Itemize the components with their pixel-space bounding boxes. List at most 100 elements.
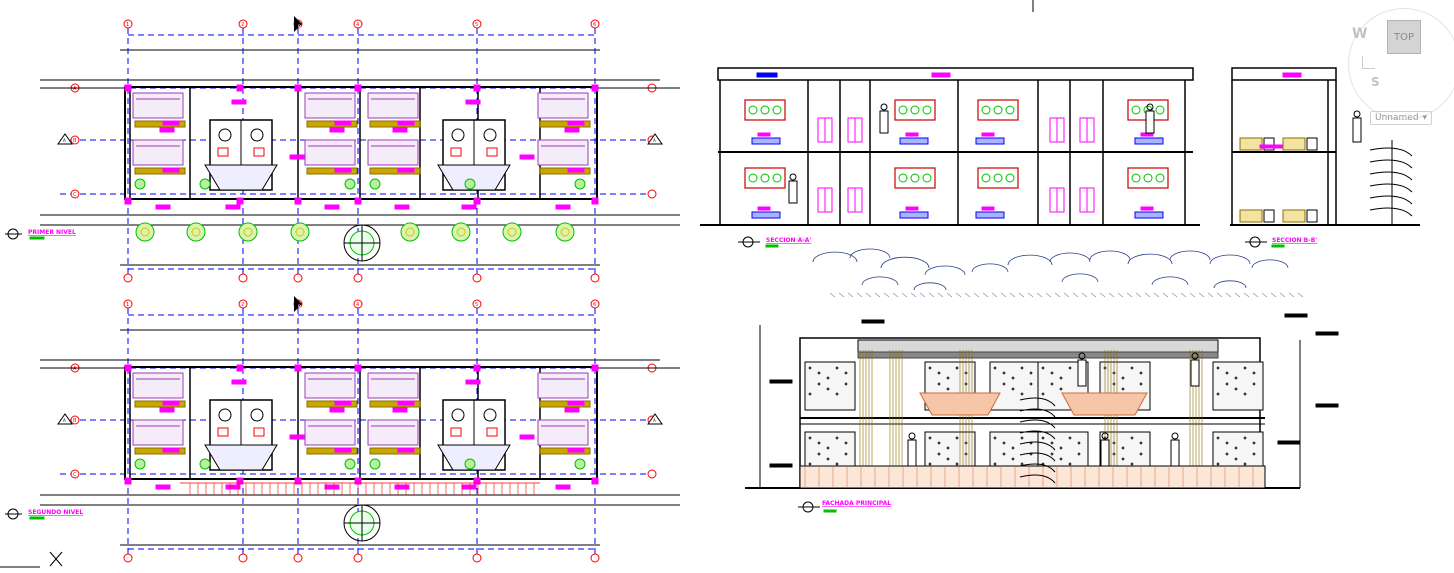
cloud-hatch bbox=[892, 292, 899, 298]
grid-letter: A bbox=[73, 366, 77, 372]
cloud-hatch bbox=[838, 292, 845, 298]
cloud-hatch bbox=[1207, 292, 1214, 298]
cloud-hatch bbox=[1063, 292, 1070, 298]
section-b-b: SECCION B-B' bbox=[1230, 67, 1420, 248]
bed bbox=[132, 139, 184, 166]
compass-west-label[interactable]: W bbox=[1352, 26, 1368, 42]
shrub bbox=[369, 458, 381, 470]
cloud-hatch bbox=[991, 292, 998, 298]
stone-texture bbox=[1139, 452, 1143, 456]
stone-texture bbox=[1243, 392, 1247, 396]
toilet bbox=[483, 128, 497, 142]
painting-detail bbox=[1155, 105, 1165, 115]
room-tag bbox=[162, 167, 180, 173]
column-mark bbox=[124, 364, 132, 372]
bed bbox=[132, 92, 184, 119]
cloud-hatch bbox=[1090, 292, 1097, 298]
cloud-hatch bbox=[1081, 292, 1088, 298]
nightstand bbox=[134, 167, 186, 175]
grid-bubble-icon bbox=[590, 553, 600, 563]
bed bbox=[367, 92, 419, 119]
viewcube-compass-ring[interactable] bbox=[1348, 8, 1454, 120]
column-mark bbox=[591, 84, 599, 92]
room-tag bbox=[905, 206, 919, 211]
stone-texture bbox=[1121, 446, 1125, 450]
level-tag bbox=[1277, 440, 1301, 445]
shrub bbox=[134, 178, 146, 190]
cloud-hatch bbox=[1027, 292, 1034, 298]
stone-texture bbox=[1011, 387, 1015, 391]
cloud-hatch bbox=[1162, 292, 1169, 298]
stone-texture bbox=[955, 436, 959, 440]
nightstand bbox=[306, 120, 358, 128]
painting-detail bbox=[993, 105, 1003, 115]
cloud-hatch bbox=[1216, 292, 1223, 298]
grid-bubble-icon bbox=[647, 469, 657, 479]
stone-texture bbox=[1041, 366, 1045, 370]
room-tag bbox=[519, 434, 535, 440]
compass-south-label[interactable]: S bbox=[1371, 75, 1380, 89]
stair-landing bbox=[437, 164, 511, 191]
painting-detail bbox=[760, 173, 770, 183]
room-tag bbox=[392, 407, 408, 413]
bed bbox=[367, 139, 419, 166]
grid-number: 1 bbox=[126, 302, 129, 308]
room-tag bbox=[981, 132, 995, 137]
stone-texture bbox=[826, 446, 830, 450]
cloud-hatch bbox=[1018, 292, 1025, 298]
stone-texture bbox=[808, 436, 812, 440]
room-tag bbox=[324, 204, 340, 210]
stone-texture bbox=[1002, 452, 1006, 456]
room-tag bbox=[567, 400, 585, 406]
viewcube-top-face[interactable]: TOP bbox=[1387, 20, 1421, 54]
brick-parapet bbox=[1061, 392, 1148, 416]
column-mark bbox=[294, 364, 302, 372]
toilet bbox=[483, 408, 497, 422]
level-tag bbox=[1315, 403, 1339, 408]
tag bbox=[756, 72, 778, 78]
stone-texture bbox=[993, 366, 997, 370]
stone-texture bbox=[1041, 436, 1045, 440]
painting-detail bbox=[981, 105, 991, 115]
column-mark bbox=[236, 364, 244, 372]
cloud-hatch bbox=[847, 292, 854, 298]
nightstand bbox=[1263, 209, 1275, 223]
room-tag bbox=[519, 154, 535, 160]
stone-texture bbox=[937, 452, 941, 456]
grid-bubble-icon bbox=[123, 553, 133, 563]
stone-texture bbox=[928, 462, 932, 466]
exterior-wall bbox=[124, 86, 598, 200]
cloud-arc bbox=[971, 263, 1009, 273]
shrub bbox=[369, 178, 381, 190]
stone-texture bbox=[826, 387, 830, 391]
stone-texture bbox=[1234, 446, 1238, 450]
column-mark bbox=[473, 364, 481, 372]
room-tag bbox=[555, 484, 571, 490]
viewcube-icon[interactable]: W TOP S Unnamed ▾ bbox=[1348, 6, 1454, 126]
section-tag: A bbox=[653, 138, 656, 143]
exterior-wall bbox=[124, 366, 598, 480]
roof-slab bbox=[717, 67, 1194, 81]
grid-bubble-icon bbox=[353, 553, 363, 563]
nightstand bbox=[539, 167, 591, 175]
stone-texture bbox=[1002, 441, 1006, 445]
wall-painting bbox=[977, 99, 1019, 121]
stone-texture bbox=[1139, 441, 1143, 445]
cloud-hatch bbox=[1279, 292, 1286, 298]
sink bbox=[450, 147, 462, 157]
toilet bbox=[250, 408, 264, 422]
sink bbox=[486, 147, 498, 157]
stone-texture bbox=[1252, 382, 1256, 386]
cloud-hatch bbox=[982, 292, 989, 298]
grid-bubble-icon bbox=[472, 553, 482, 563]
stone-texture bbox=[1068, 462, 1072, 466]
named-view-dropdown[interactable]: Unnamed ▾ bbox=[1370, 111, 1432, 125]
nightstand bbox=[539, 120, 591, 128]
stone-texture bbox=[955, 366, 959, 370]
figure-body bbox=[1190, 359, 1200, 387]
column-mark bbox=[236, 477, 244, 485]
tree-center bbox=[191, 227, 201, 237]
stone-texture bbox=[1020, 392, 1024, 396]
room-tag bbox=[397, 400, 415, 406]
